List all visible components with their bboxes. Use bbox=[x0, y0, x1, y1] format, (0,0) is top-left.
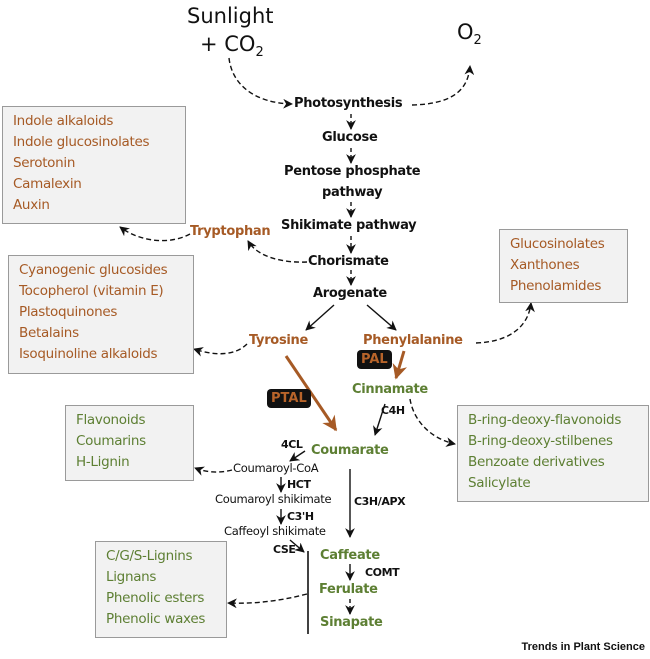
phenylalanine-to-products-arrow bbox=[475, 302, 535, 344]
node-arogenate: Arogenate bbox=[313, 286, 387, 301]
node-ferulate: Ferulate bbox=[319, 582, 378, 597]
tyrosine-to-products-arrow bbox=[193, 343, 248, 357]
product-item: Indole alkaloids bbox=[13, 113, 114, 129]
enzyme-comt-label: COMT bbox=[365, 566, 400, 579]
product-item: C/G/S-Lignins bbox=[106, 548, 193, 564]
node-coumarate: Coumarate bbox=[311, 443, 389, 458]
product-item: Tocopherol (vitamin E) bbox=[19, 283, 164, 299]
product-item: B-ring-deoxy-flavonoids bbox=[468, 412, 622, 428]
product-item: B-ring-deoxy-stilbenes bbox=[468, 433, 613, 449]
arogenate-to-tyrosine-arrow bbox=[305, 304, 335, 331]
tryptophan-products-box: Indole alkaloids Indole glucosinolates S… bbox=[2, 106, 186, 224]
product-item: Phenolamides bbox=[510, 278, 602, 294]
node-pentose-pathway: pathway bbox=[322, 185, 383, 200]
co2-label: + CO2 bbox=[200, 32, 264, 60]
node-cinnamate: Cinnamate bbox=[352, 382, 428, 397]
node-tyrosine: Tyrosine bbox=[249, 333, 309, 348]
node-coumaroyl-coa: Coumaroyl-CoA bbox=[233, 461, 319, 475]
sunlight-label: Sunlight bbox=[187, 4, 274, 28]
product-item: Isoquinoline alkaloids bbox=[19, 346, 158, 362]
product-item: Plastoquinones bbox=[19, 304, 118, 320]
enzyme-4cl-label: 4CL bbox=[281, 438, 303, 451]
c4h-arrow bbox=[373, 403, 386, 436]
coumaroyl-coa-to-products-arrow bbox=[194, 466, 233, 476]
phenylalanine-products-box: Glucosinolates Xanthones Phenolamides bbox=[499, 229, 628, 303]
node-glucose: Glucose bbox=[322, 130, 378, 145]
node-chorismate: Chorismate bbox=[308, 254, 389, 269]
co2-text: + CO bbox=[200, 32, 256, 56]
o2-subscript: 2 bbox=[473, 33, 482, 48]
journal-credit: Trends in Plant Science bbox=[521, 641, 646, 653]
cse-arrow bbox=[289, 539, 305, 553]
node-coumaroyl-shikimate: Coumaroyl shikimate bbox=[215, 492, 332, 506]
coumaroyl-coa-products-box: Flavonoids Coumarins H-Lignin bbox=[65, 405, 194, 481]
hydroxycinnamate-products-box: C/G/S-Lignins Lignans Phenolic esters Ph… bbox=[95, 541, 227, 638]
product-item: Benzoate derivatives bbox=[468, 454, 605, 470]
enzyme-c4h-label: C4H bbox=[381, 404, 405, 417]
product-item: Phenolic waxes bbox=[106, 611, 206, 627]
product-item: Flavonoids bbox=[76, 412, 146, 428]
node-pentose-phosphate: Pentose phosphate bbox=[284, 164, 421, 179]
co2-subscript: 2 bbox=[255, 45, 264, 60]
pal-arrow bbox=[392, 350, 408, 380]
o2-label: O2 bbox=[457, 20, 482, 48]
product-item: Coumarins bbox=[76, 433, 146, 449]
o2-text: O bbox=[457, 20, 474, 44]
photosynthesis-to-o2-arrow bbox=[411, 65, 475, 106]
product-item: Cyanogenic glucosides bbox=[19, 262, 168, 278]
product-item: Camalexin bbox=[13, 176, 82, 192]
product-item: Xanthones bbox=[510, 257, 580, 273]
product-item: Indole glucosinolates bbox=[13, 134, 150, 150]
cinnamate-products-box: B-ring-deoxy-flavonoids B-ring-deoxy-sti… bbox=[457, 405, 649, 502]
pal-enzyme-badge: PAL bbox=[357, 350, 392, 369]
product-item: Betalains bbox=[19, 325, 79, 341]
tyrosine-products-box: Cyanogenic glucosides Tocopherol (vitami… bbox=[8, 255, 194, 374]
cinnamate-to-products-arrow bbox=[409, 398, 456, 447]
enzyme-c3h-prime-label: C3'H bbox=[287, 510, 314, 523]
product-item: Glucosinolates bbox=[510, 236, 605, 252]
product-item: Salicylate bbox=[468, 475, 531, 491]
product-item: Auxin bbox=[13, 197, 50, 213]
hydroxycinnamate-to-products-arrow bbox=[227, 593, 308, 609]
node-tryptophan: Tryptophan bbox=[190, 224, 271, 239]
ptal-arrow bbox=[284, 355, 338, 432]
4cl-arrow bbox=[289, 450, 306, 462]
node-caffeate: Caffeate bbox=[320, 548, 380, 563]
enzyme-cse-label: CSE bbox=[273, 543, 296, 556]
node-sinapate: Sinapate bbox=[320, 615, 383, 630]
chorismate-to-tryptophan-arrow bbox=[247, 240, 308, 263]
product-item: H-Lignin bbox=[76, 454, 130, 470]
node-shikimate-pathway: Shikimate pathway bbox=[281, 218, 417, 233]
ptal-enzyme-badge: PTAL bbox=[267, 389, 311, 408]
product-item: Lignans bbox=[106, 569, 157, 585]
product-item: Phenolic esters bbox=[106, 590, 205, 606]
product-item: Serotonin bbox=[13, 155, 76, 171]
node-phenylalanine: Phenylalanine bbox=[363, 333, 463, 348]
tryptophan-to-products-arrow bbox=[119, 226, 191, 242]
enzyme-hct-label: HCT bbox=[287, 478, 311, 491]
co2-to-photosynthesis-arrow bbox=[228, 57, 293, 109]
node-photosynthesis: Photosynthesis bbox=[294, 96, 403, 111]
enzyme-c3h-apx-label: C3H/APX bbox=[354, 495, 406, 508]
arogenate-to-phenylalanine-arrow bbox=[366, 304, 397, 331]
node-caffeoyl-shikimate: Caffeoyl shikimate bbox=[224, 524, 326, 538]
